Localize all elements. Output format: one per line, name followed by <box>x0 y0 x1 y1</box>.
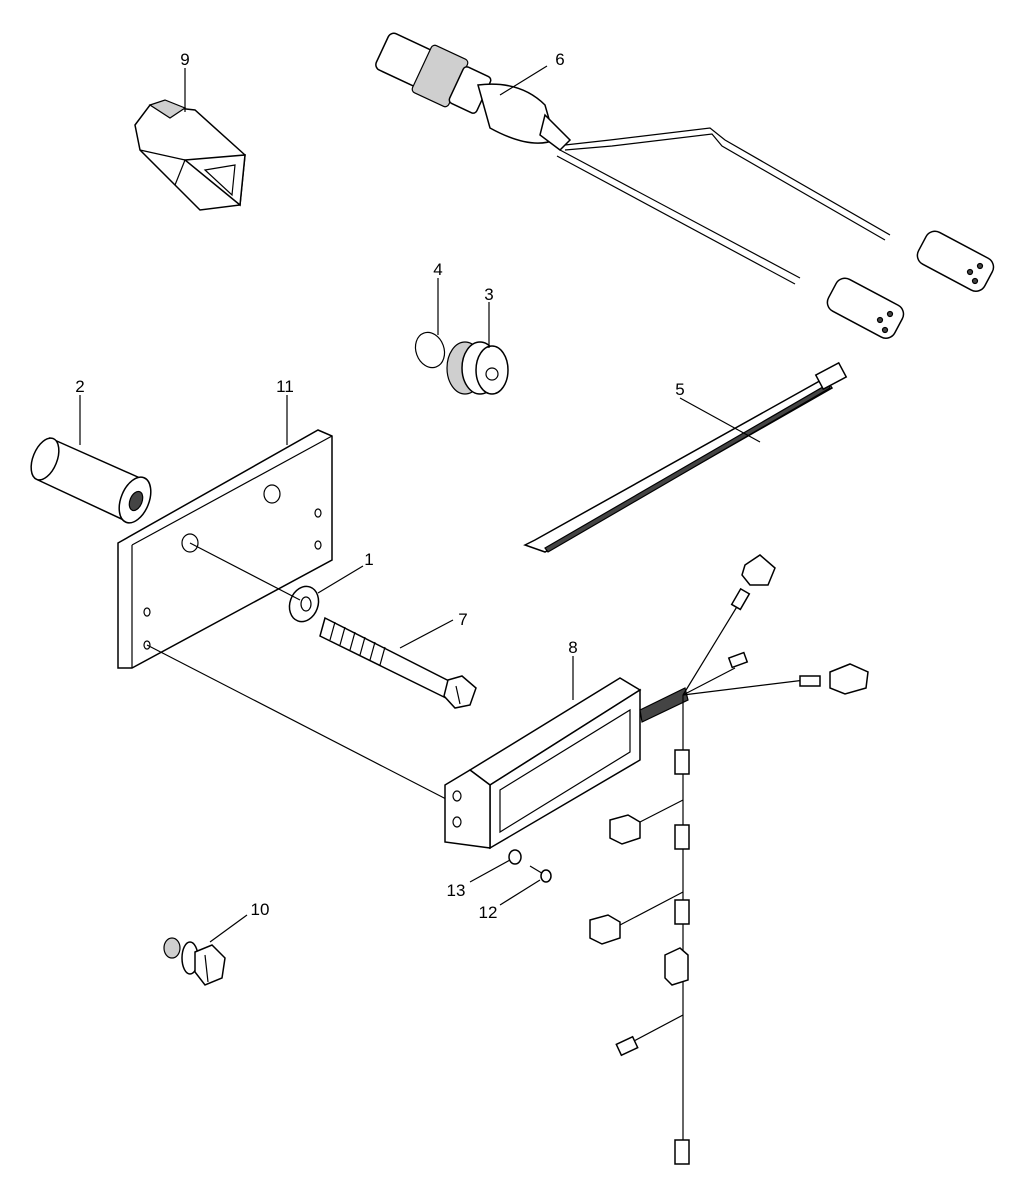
callout-13: 13 <box>447 881 466 900</box>
callout-1: 1 <box>364 550 373 569</box>
callout-3: 3 <box>484 285 493 304</box>
guide-line-plate-to-module <box>146 644 449 801</box>
callout-leaders <box>79 65 761 943</box>
part-6-sensor-harness <box>375 32 995 339</box>
part-12-screw <box>529 865 552 883</box>
callout-labels: 1 2 3 4 5 6 7 8 9 10 11 12 13 <box>75 50 684 922</box>
part-9-connector-plug <box>134 99 246 211</box>
callout-8: 8 <box>568 638 577 657</box>
callout-7: 7 <box>458 610 467 629</box>
callout-4: 4 <box>433 260 442 279</box>
callout-11: 11 <box>276 377 294 396</box>
guide-line-plate-to-bolt <box>189 542 301 601</box>
callout-10: 10 <box>251 900 270 919</box>
part-1-washer <box>288 585 320 623</box>
part-13-small-washer <box>508 849 522 865</box>
part-2-spacer <box>30 436 152 524</box>
part-11-mounting-plate <box>117 429 333 669</box>
wiring-harness <box>589 554 869 1165</box>
part-10-flange-bolt <box>163 937 226 986</box>
part-3-plug-fitting <box>446 341 509 395</box>
part-7-bolt <box>319 616 477 709</box>
part-8-control-module <box>444 677 689 850</box>
callout-9: 9 <box>180 50 189 69</box>
callout-5: 5 <box>675 380 684 399</box>
callout-2: 2 <box>75 377 84 396</box>
callout-6: 6 <box>555 50 564 69</box>
part-4-o-ring <box>414 331 446 369</box>
part-5-cable-tie <box>523 361 848 553</box>
callout-12: 12 <box>479 903 498 922</box>
